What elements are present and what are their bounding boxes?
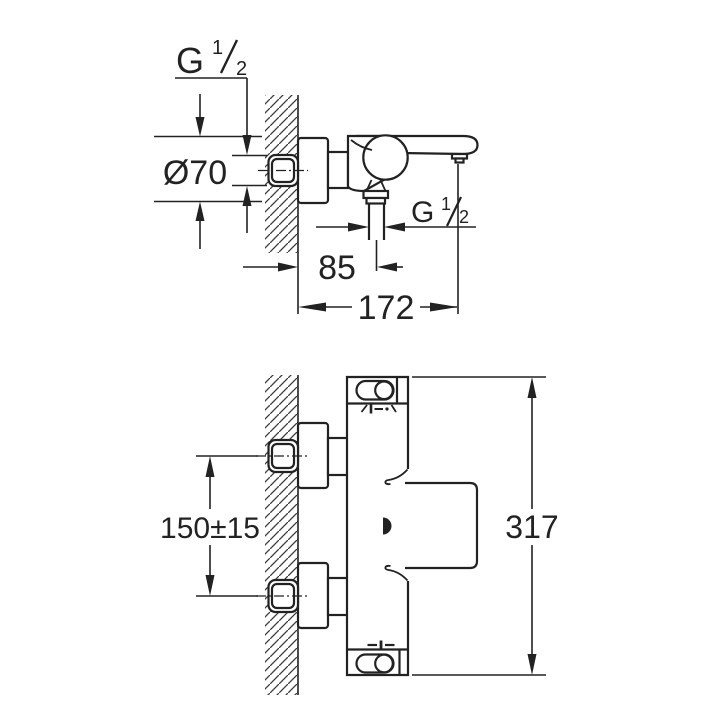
thread-outlet-numerator: 1	[441, 194, 451, 214]
arrowhead	[242, 186, 252, 206]
wall-fitting	[258, 153, 308, 188]
temperature-handle	[347, 377, 408, 414]
arrowhead	[377, 262, 397, 272]
side-view-drawing: G 1 2 Ø70 G	[154, 37, 479, 327]
dimension-thread-wall: G 1 2	[175, 37, 267, 233]
dimension-thread-outlet: G 1 2	[316, 194, 476, 271]
arrowhead	[384, 222, 405, 232]
handle-knob	[374, 380, 394, 401]
mixer-block	[405, 481, 479, 570]
fillet-curve-upper	[384, 468, 409, 486]
flow-scale-marks	[367, 640, 395, 649]
arrowhead	[195, 117, 205, 137]
wall-hatching	[265, 375, 298, 695]
dimension-overall-width: 317	[412, 376, 562, 676]
wall-connector	[326, 150, 350, 190]
pipe-nut-lower	[365, 196, 387, 205]
thread-wall-prefix: G	[176, 40, 204, 81]
escutcheon-upper	[296, 421, 330, 490]
arrowhead	[430, 302, 458, 312]
arrowhead	[278, 262, 298, 272]
handle-knob	[374, 653, 394, 674]
wall-fitting-lower	[256, 578, 309, 614]
dimension-projection-172: 172	[298, 164, 459, 327]
dimension-depth-85: 85	[243, 249, 403, 287]
logo-mark	[383, 517, 392, 535]
wall-fitting-upper	[256, 438, 309, 474]
body-outline	[345, 375, 410, 677]
temperature-scale-marks	[360, 403, 397, 414]
connector-upper	[326, 436, 349, 477]
arrowhead	[195, 201, 205, 221]
connector-lower	[326, 576, 349, 617]
control-knob	[362, 134, 409, 181]
thread-wall-numerator: 1	[212, 37, 223, 59]
arrowhead	[527, 377, 537, 398]
arrowhead	[242, 135, 252, 155]
fraction-slash	[219, 39, 239, 74]
fillet-curve-lower	[384, 564, 409, 582]
dim-text-150: 150±15	[160, 512, 260, 545]
thread-wall-denominator: 2	[236, 58, 247, 80]
thread-outlet-denominator: 2	[459, 207, 469, 227]
mixer-body-side	[346, 134, 479, 240]
thermostat-body	[345, 375, 479, 677]
dim-text-317: 317	[505, 509, 558, 545]
arrowhead	[205, 575, 215, 596]
thread-outlet-prefix: G	[411, 196, 434, 229]
arrowhead	[205, 456, 215, 477]
dim-text-85: 85	[318, 249, 356, 287]
dimension-escutcheon-diameter: Ø70	[154, 94, 262, 249]
arrowhead	[348, 222, 369, 232]
arrowhead	[527, 654, 537, 675]
dim-text-diameter: Ø70	[163, 154, 227, 192]
arrowhead	[298, 302, 326, 312]
escutcheon-lower	[296, 561, 330, 630]
dim-text-172: 172	[358, 289, 415, 327]
dimension-connection-spacing: 150±15	[156, 455, 264, 597]
plan-view-drawing: 150±15 317	[156, 375, 562, 695]
flow-handle	[347, 640, 408, 675]
body-shoulder-curve	[350, 139, 373, 151]
